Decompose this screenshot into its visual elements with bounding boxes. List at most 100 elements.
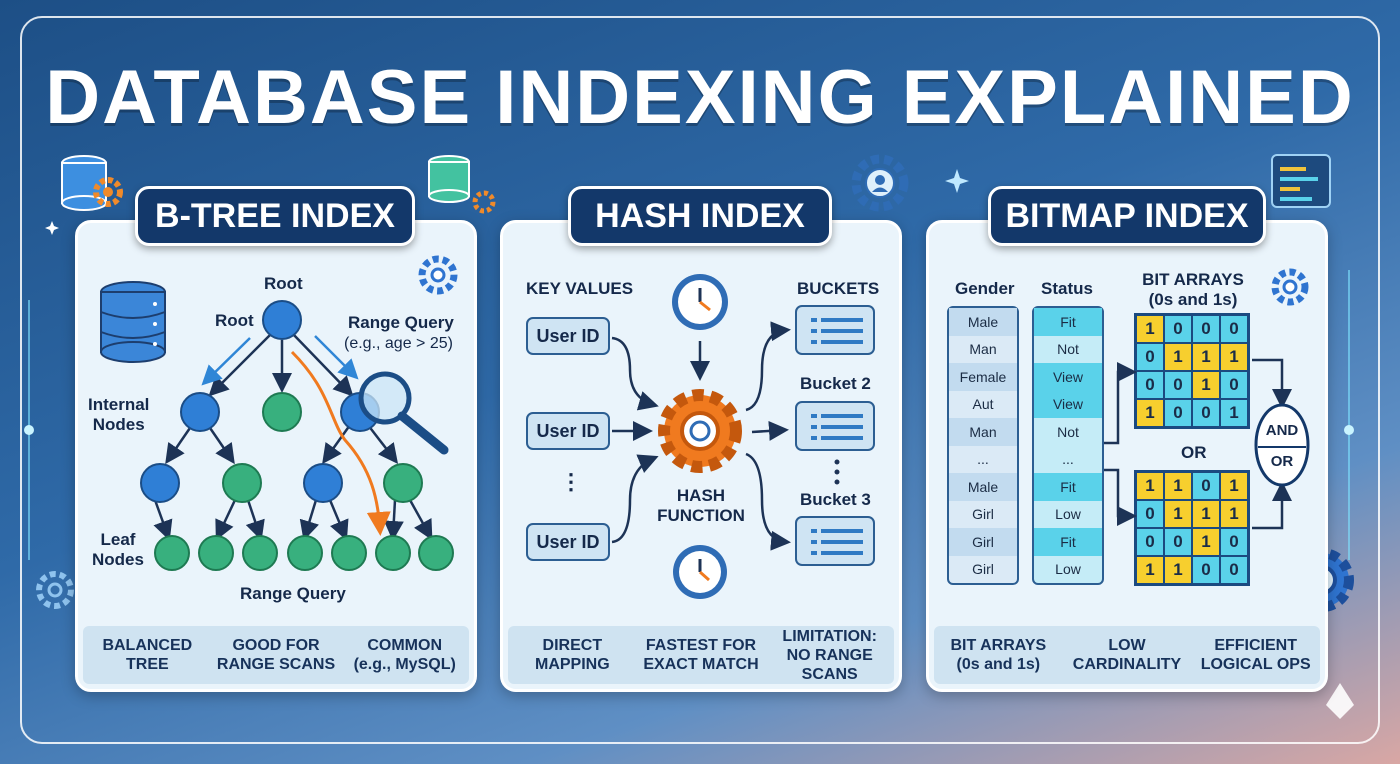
status-cell: Fit <box>1034 308 1102 336</box>
key-user-id: User ID <box>526 523 610 561</box>
range-query-example: (e.g., age > 25) <box>344 335 453 352</box>
footer-item: LIMITATION: NO RANGE SCANS <box>782 627 877 683</box>
bit-cell: 1 <box>1220 500 1248 528</box>
page-title: DATABASE INDEXING EXPLAINED <box>45 55 1355 140</box>
bit-cell: 1 <box>1192 343 1220 371</box>
hash-function-label: HASH FUNCTION <box>657 486 745 525</box>
and-operator: AND <box>1265 422 1299 439</box>
footer-item: GOOD FOR RANGE SCANS <box>216 637 336 673</box>
or-label: OR <box>1181 443 1207 462</box>
root-label-top: Root <box>264 274 303 293</box>
database-icon <box>428 155 470 203</box>
hash-heading: HASH INDEX <box>568 186 832 246</box>
bit-cell: 0 <box>1192 399 1220 427</box>
bit-cell: 0 <box>1220 556 1248 584</box>
bucket-box <box>795 401 875 451</box>
buckets-title: BUCKETS <box>797 279 880 298</box>
status-cell: Not <box>1057 341 1079 358</box>
status-cell: Low <box>1055 561 1081 578</box>
code-window-icon <box>1271 154 1331 208</box>
clock-icon <box>672 274 728 330</box>
key-values-title: KEY VALUES <box>526 279 634 298</box>
gear-icon <box>418 255 458 295</box>
footer-item: FASTEST FOR EXACT MATCH <box>643 637 759 673</box>
bit-cell: 1 <box>1192 371 1220 399</box>
gender-cell: Aut <box>972 396 994 413</box>
gender-cell: Female <box>949 363 1017 391</box>
gender-cell: Girl <box>972 506 994 523</box>
outer-frame <box>20 16 1380 744</box>
bit-cell: 1 <box>1164 500 1192 528</box>
gender-cell: Man <box>969 341 997 358</box>
footer-item: DIRECT MAPPING <box>535 637 610 673</box>
sparkle-icon <box>945 169 969 193</box>
bit-cell: 0 <box>1136 343 1164 371</box>
status-cell: View <box>1034 390 1102 418</box>
key-dots: ⋮ <box>560 469 582 494</box>
footer-item: EFFICIENT LOGICAL OPS <box>1200 637 1311 673</box>
leaf-nodes-label: Leaf Nodes <box>92 530 144 569</box>
status-cell: ... <box>1062 451 1074 468</box>
status-cell: Low <box>1055 506 1081 523</box>
bit-cell: 1 <box>1192 528 1220 556</box>
status-cell: Fit <box>1034 528 1102 556</box>
glow-line-left <box>24 300 34 560</box>
range-query-bottom-label: Range Query <box>240 584 346 603</box>
bit-cell: 1 <box>1136 472 1164 500</box>
bucket-box <box>795 305 875 355</box>
bucket-box <box>795 516 875 566</box>
gear-icon <box>93 177 123 207</box>
bit-cell: 1 <box>1220 343 1248 371</box>
hash-footer: DIRECT MAPPING FASTEST FOR EXACT MATCH L… <box>508 626 894 684</box>
bit-cell: 0 <box>1136 371 1164 399</box>
gender-cell: Girl <box>972 561 994 578</box>
key-user-id: User ID <box>526 412 610 450</box>
gender-cell: Man <box>949 418 1017 446</box>
bitmap-heading: BITMAP INDEX <box>988 186 1266 246</box>
bucket-2-label: Bucket 2 <box>800 374 871 393</box>
status-title: Status <box>1041 279 1093 298</box>
footer-item: COMMON (e.g., MySQL) <box>353 637 456 673</box>
bit-cell: 0 <box>1192 556 1220 584</box>
footer-item: BALANCED TREE <box>102 637 193 673</box>
sparkle-icon <box>45 221 59 235</box>
bit-cell: 1 <box>1164 556 1192 584</box>
watermark-logo-icon <box>1326 683 1354 719</box>
and-or-gate <box>1254 403 1310 487</box>
magnifier-icon <box>358 371 449 455</box>
or-operator: OR <box>1270 453 1294 470</box>
gear-icon <box>1271 268 1309 306</box>
gender-cell: Male <box>949 473 1017 501</box>
bit-cell: 0 <box>1164 315 1192 343</box>
root-label-left: Root <box>215 311 254 330</box>
bit-cell: 1 <box>1136 315 1164 343</box>
bit-cell: 0 <box>1220 528 1248 556</box>
bit-cell: 1 <box>1164 343 1192 371</box>
bit-cell: 0 <box>1164 371 1192 399</box>
bit-cell: 0 <box>1220 371 1248 399</box>
gender-cell: Girl <box>949 528 1017 556</box>
bit-arrays-title: BIT ARRAYS (0s and 1s) <box>1142 270 1244 309</box>
footer-item: LOW CARDINALITY <box>1072 637 1182 673</box>
database-icon <box>100 281 166 363</box>
footer-item: BIT ARRAYS (0s and 1s) <box>950 637 1047 673</box>
bit-cell: 1 <box>1192 500 1220 528</box>
gender-cell: ... <box>977 451 989 468</box>
glow-line-right <box>1344 270 1354 560</box>
gear-user-icon <box>851 154 909 212</box>
clock-icon <box>673 545 727 599</box>
bit-cell: 1 <box>1220 472 1248 500</box>
vertical-dots-icon <box>834 459 840 485</box>
gear-icon <box>472 190 496 214</box>
bit-cell: 1 <box>1136 556 1164 584</box>
bit-cell: 0 <box>1136 500 1164 528</box>
bitmap-footer: BIT ARRAYS (0s and 1s) LOW CARDINALITY E… <box>934 626 1320 684</box>
bit-cell: 1 <box>1136 399 1164 427</box>
